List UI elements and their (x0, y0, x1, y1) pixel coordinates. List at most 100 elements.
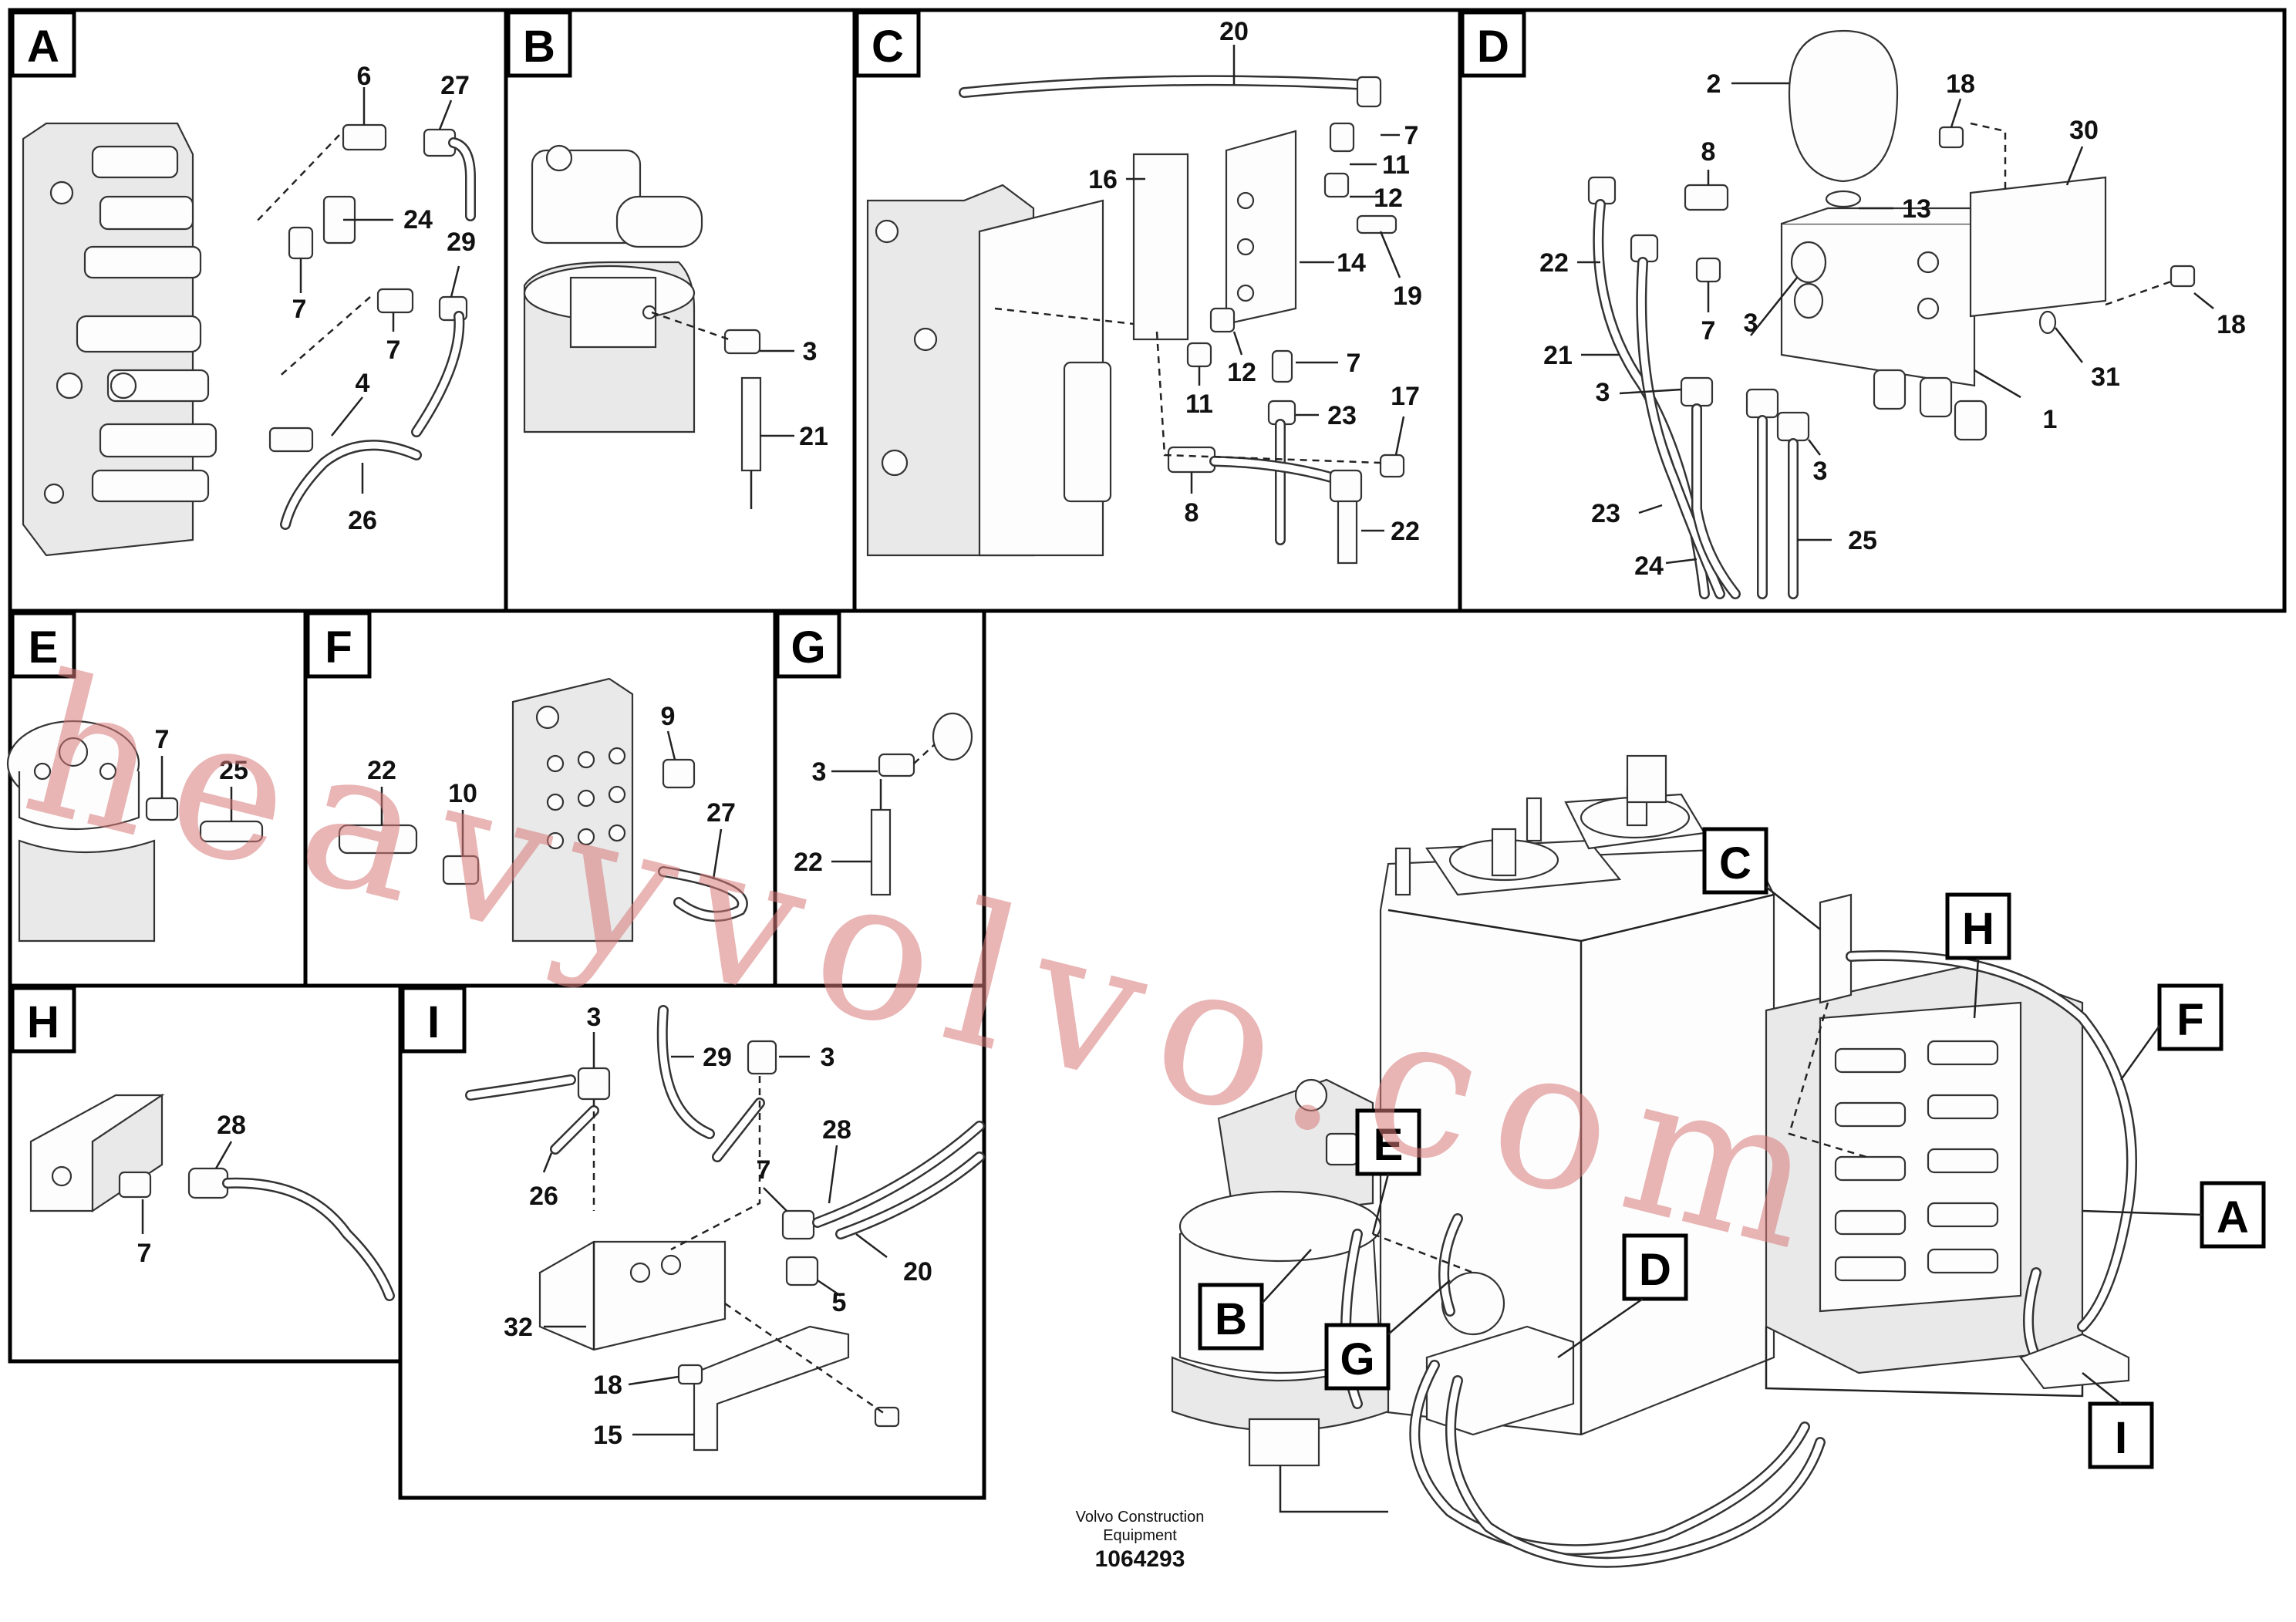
panel-e-callouts: 7 25 (155, 725, 248, 821)
hose-b-21 (740, 376, 762, 472)
panel-b-artwork (523, 144, 762, 509)
svg-text:G: G (791, 622, 825, 673)
valve-body-f (511, 677, 634, 943)
panel-h-callouts: 28 7 (137, 1111, 246, 1268)
callout-d-3a: 3 (1744, 309, 1758, 338)
callout-c-12a: 12 (1374, 184, 1403, 213)
callout-c-23: 23 (1327, 401, 1357, 430)
washer-d-31 (2038, 310, 2057, 335)
panel-letter-f: F (305, 611, 372, 679)
panel-letter-c: C (855, 10, 921, 78)
panel-g-callouts: 3 22 (794, 757, 878, 877)
callout-d-7: 7 (1701, 316, 1716, 346)
panel-letter-g: G (775, 611, 841, 679)
overview-artwork (1171, 754, 2137, 1568)
callout-d-8: 8 (1701, 137, 1716, 167)
svg-text:B: B (523, 22, 555, 72)
valve-block-i-32 (538, 1240, 727, 1351)
callout-f-10: 10 (448, 779, 477, 808)
overview-block-d (1425, 1325, 1575, 1436)
callout-c-7a: 7 (1404, 121, 1419, 150)
overview-valve-spools (1834, 1040, 1999, 1282)
footer-company: Volvo Construction Equipment (1055, 1508, 1225, 1545)
callout-i-3a: 3 (587, 1003, 602, 1032)
callout-f-27: 27 (706, 798, 736, 828)
callout-d-24: 24 (1634, 551, 1664, 581)
panel-letter-e: E (10, 611, 76, 679)
callout-b-3: 3 (803, 337, 818, 366)
svg-text:I: I (427, 997, 440, 1047)
panel-h-artwork (29, 1093, 395, 1301)
valve-block-b (569, 276, 657, 349)
callout-d-18a: 18 (1946, 69, 1975, 99)
callout-f-22: 22 (367, 756, 396, 785)
callout-d-3c: 3 (1813, 457, 1828, 486)
callout-g-22: 22 (794, 848, 823, 877)
adapter-i-5 (785, 1256, 819, 1286)
callout-a-27: 27 (440, 71, 470, 100)
callout-c-12b: 12 (1227, 358, 1256, 387)
svg-text:F: F (2176, 995, 2203, 1045)
bracket-d-30 (1969, 176, 2107, 318)
hydraulic-tank (1379, 847, 1775, 1436)
callout-c-7b: 7 (1347, 349, 1361, 378)
callout-c-11b: 11 (1185, 389, 1213, 419)
panel-letter-i: I (400, 986, 467, 1054)
overview-callout-h: H (1945, 892, 2011, 1019)
adapter-h-7 (118, 1171, 152, 1199)
svg-text:C: C (872, 22, 904, 72)
panel-a-artwork (22, 122, 476, 557)
bolt-d-18a (1938, 126, 1964, 149)
overview-callouts: C H F A E B G (1198, 827, 2266, 1469)
callout-c-20: 20 (1219, 17, 1249, 46)
svg-text:A: A (27, 22, 59, 72)
callout-i-3b: 3 (821, 1043, 835, 1072)
svg-text:E: E (1374, 1120, 1404, 1170)
overview-callout-f: F (2119, 983, 2224, 1081)
callout-d-21: 21 (1543, 341, 1573, 370)
plug-f-9 (662, 758, 696, 789)
panel-a-callouts: 6 27 24 29 7 7 4 26 (292, 62, 476, 535)
callout-i-32: 32 (504, 1313, 533, 1342)
callout-e-25: 25 (219, 756, 248, 785)
panel-d-artwork (1587, 29, 2196, 599)
callout-d-25: 25 (1848, 526, 1877, 555)
callout-a-7b: 7 (386, 336, 401, 365)
svg-text:E: E (29, 622, 59, 673)
svg-text:D: D (1477, 22, 1509, 72)
hose-f-22 (338, 824, 418, 855)
panel-c-artwork (866, 75, 1405, 565)
overview-callout-a: A (2082, 1181, 2266, 1249)
valve-spools (43, 145, 217, 504)
panel-i-artwork (465, 1005, 985, 1452)
overview-callout-c: C (1702, 827, 1821, 930)
panel-d-callouts: 2 18 30 8 13 22 7 3 21 18 31 3 1 3 23 24… (1539, 69, 2246, 581)
callout-d-31: 31 (2091, 363, 2120, 392)
overview-callout-g: G (1324, 1280, 1451, 1391)
overview-callout-i: I (2082, 1372, 2154, 1469)
panel-letter-b: B (506, 10, 572, 78)
bracket-c-16 (1132, 153, 1189, 341)
callout-a-24: 24 (403, 205, 433, 234)
svg-text:H: H (1962, 904, 1994, 954)
callout-c-16: 16 (1088, 165, 1118, 194)
overview-callout-e: E (1355, 1108, 1421, 1235)
adapter-d-8 (1684, 184, 1729, 211)
callout-i-26: 26 (529, 1182, 558, 1211)
hose-g-22 (870, 808, 892, 896)
accumulator-d-2 (1788, 29, 1899, 183)
callout-a-7a: 7 (292, 295, 307, 324)
elbow-b-3 (723, 329, 761, 355)
elbow-g-3 (878, 753, 915, 777)
svg-text:C: C (1719, 838, 1752, 889)
callout-d-23: 23 (1591, 499, 1620, 528)
top-row-frame (8, 8, 2287, 613)
svg-text:I: I (2115, 1413, 2127, 1463)
svg-text:A: A (2217, 1192, 2249, 1243)
callout-c-14: 14 (1337, 248, 1366, 278)
callout-c-22: 22 (1391, 517, 1420, 546)
panel-e-artwork (6, 720, 264, 943)
callout-b-21: 21 (799, 422, 828, 451)
callout-a-6: 6 (357, 62, 372, 91)
